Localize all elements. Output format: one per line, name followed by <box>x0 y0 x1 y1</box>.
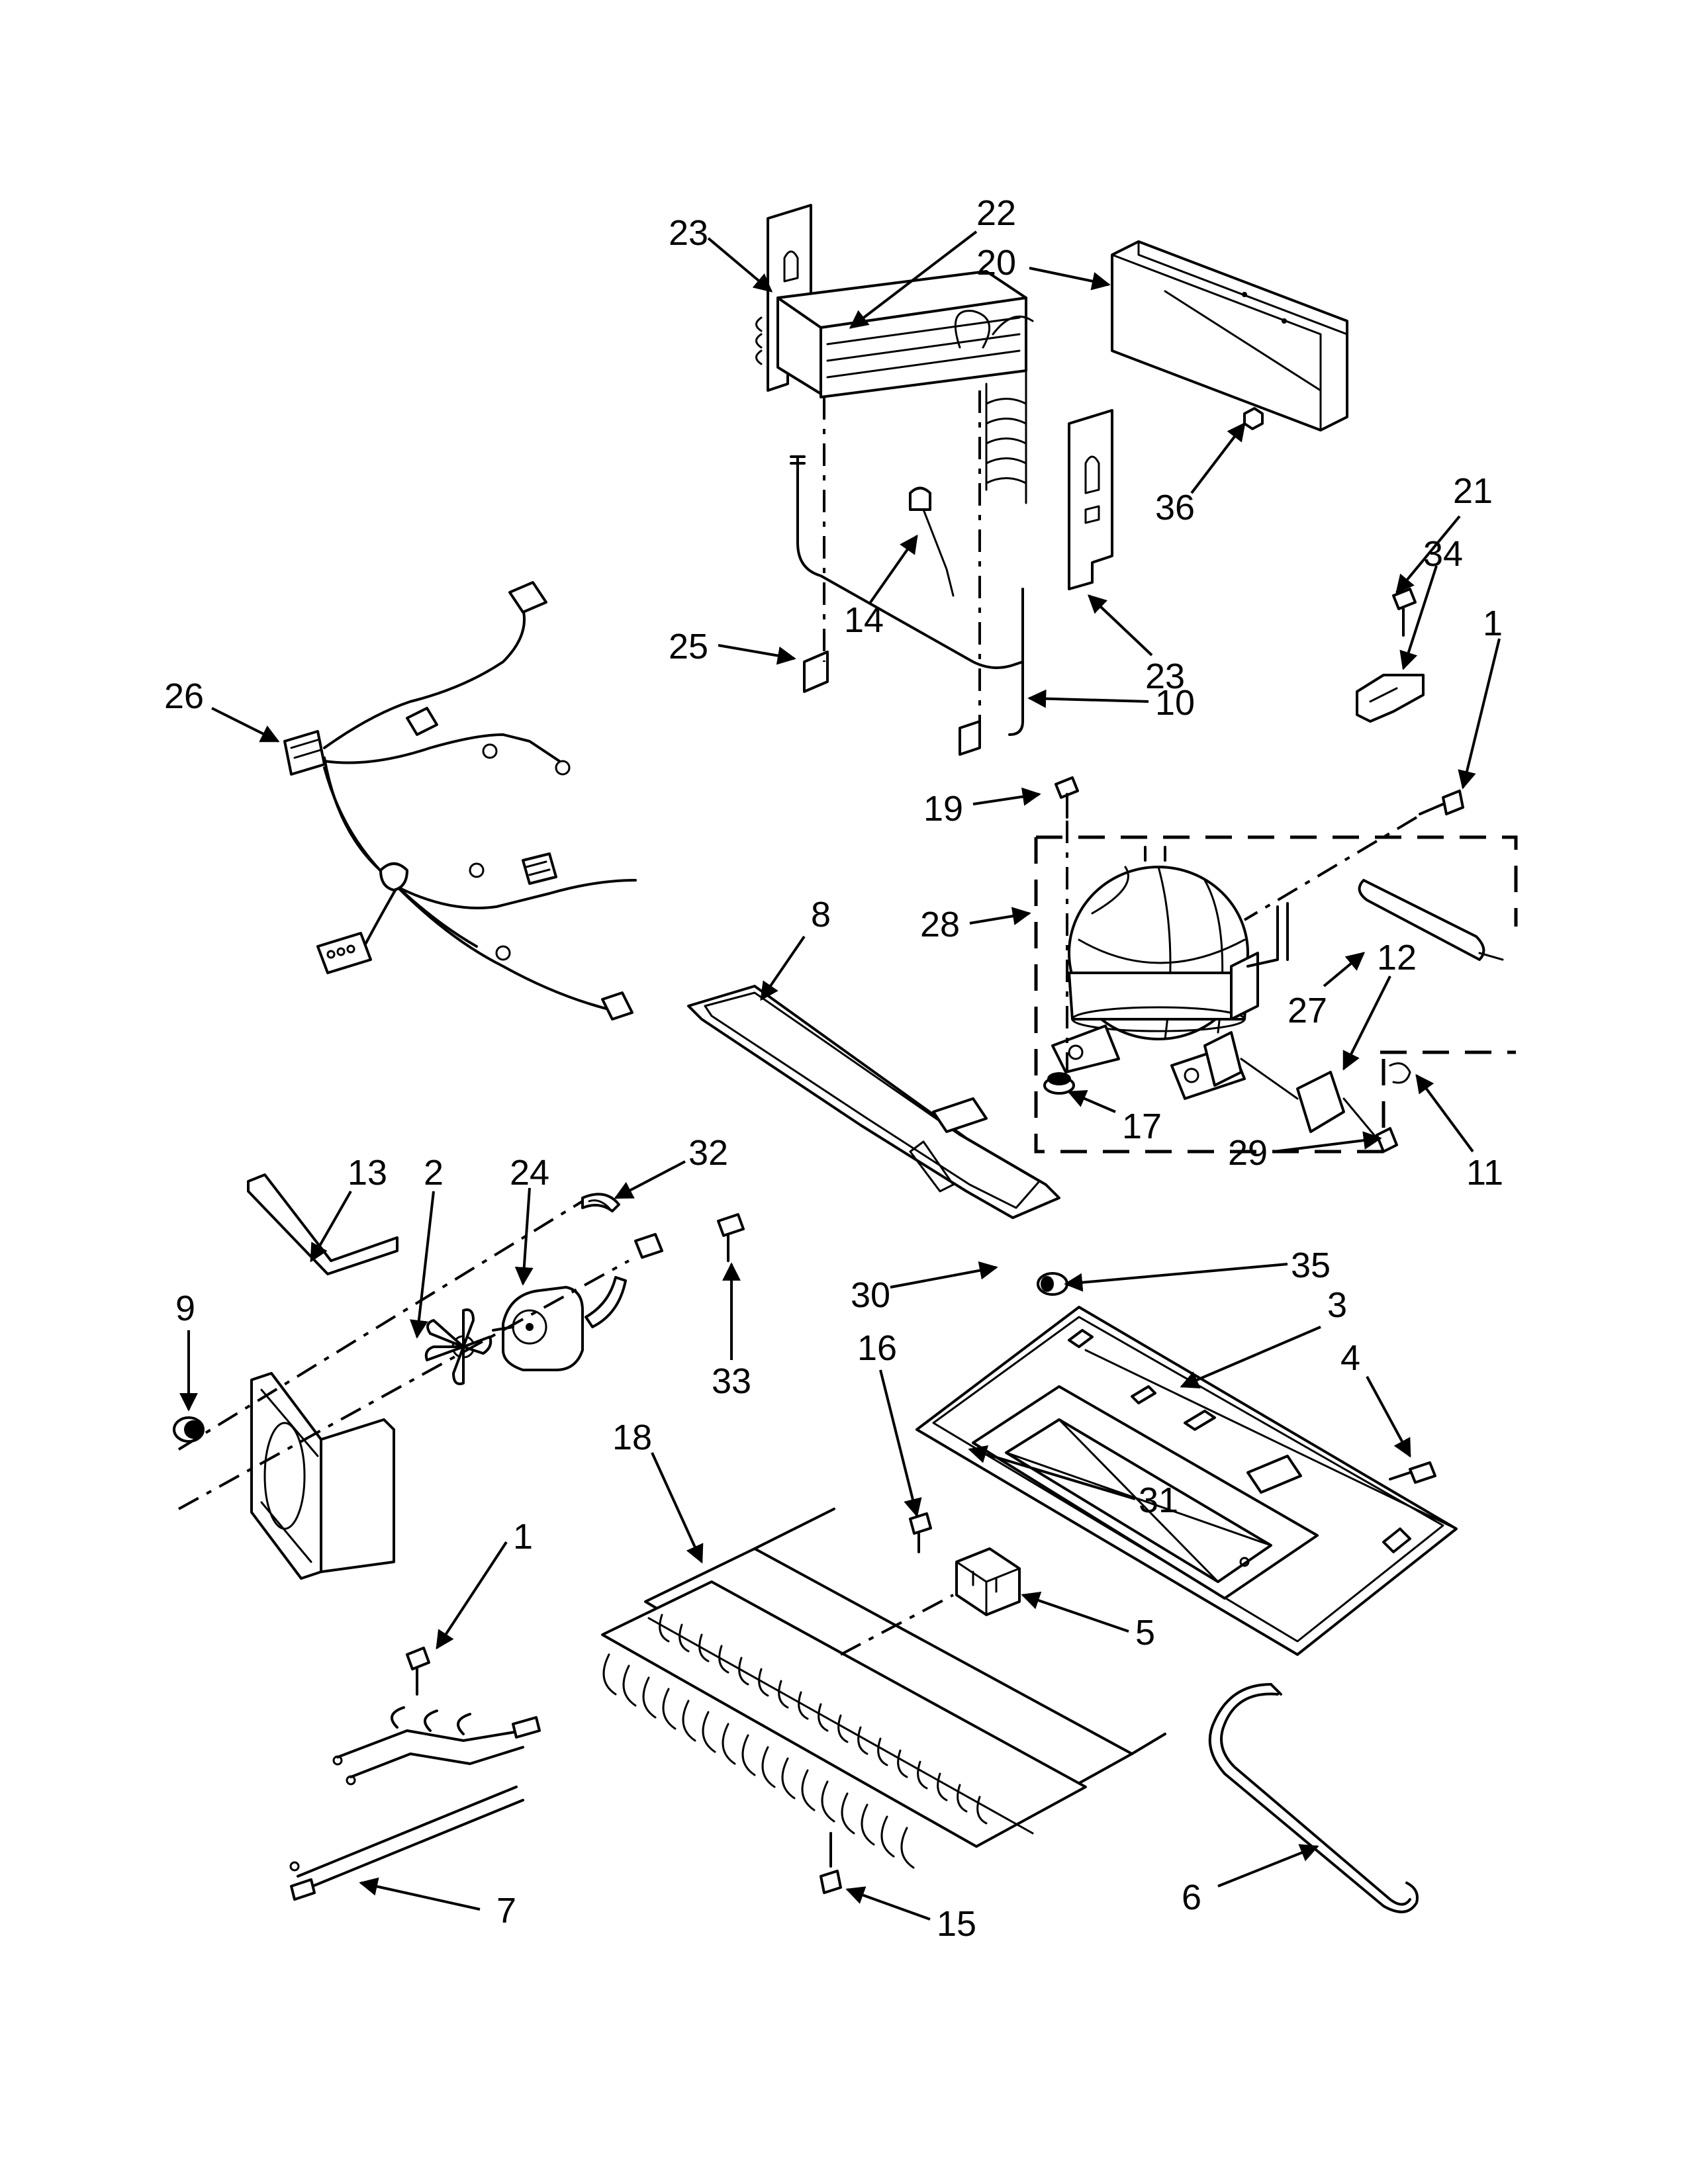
callout-10: 10 <box>1155 683 1195 723</box>
callout-7: 7 <box>496 1891 516 1931</box>
callout-21: 21 <box>1453 471 1493 511</box>
callout-17: 17 <box>1122 1107 1162 1146</box>
callout-23-top: 23 <box>669 213 708 253</box>
callout-12: 12 <box>1377 938 1417 978</box>
callout-13: 13 <box>348 1153 387 1193</box>
callout-19: 19 <box>923 789 963 829</box>
callout-25: 25 <box>669 627 708 666</box>
mount-bracket <box>1356 588 1425 723</box>
callout-8: 8 <box>811 895 831 934</box>
callout-15: 15 <box>937 1904 976 1944</box>
callout-30: 30 <box>851 1275 890 1315</box>
callout-24: 24 <box>510 1153 549 1193</box>
callout-27: 27 <box>1288 991 1327 1030</box>
callout-5: 5 <box>1135 1613 1155 1653</box>
callout-28: 28 <box>920 905 960 944</box>
drain-pan <box>687 985 1060 1219</box>
callout-16: 16 <box>857 1328 897 1368</box>
evaporator-assembly <box>755 204 1113 756</box>
callout-3: 3 <box>1327 1285 1347 1325</box>
heater-harness <box>289 1647 541 1901</box>
callout-9: 9 <box>175 1289 195 1328</box>
callout-20: 20 <box>976 243 1016 283</box>
callout-6: 6 <box>1182 1878 1201 1917</box>
condenser <box>601 1508 1166 1894</box>
callout-2: 2 <box>424 1153 444 1193</box>
wire-harness <box>283 581 637 1021</box>
callout-1-bottom: 1 <box>513 1517 533 1557</box>
callout-23-right: 23 <box>1145 657 1185 696</box>
callout-11: 11 <box>1466 1153 1503 1193</box>
callout-14: 14 <box>844 600 884 640</box>
callout-18: 18 <box>612 1418 652 1457</box>
compressor-assembly <box>1034 776 1518 1154</box>
callout-31: 31 <box>1139 1480 1178 1520</box>
callout-26: 26 <box>164 676 204 716</box>
evaporator-cover <box>1111 240 1348 432</box>
callout-4: 4 <box>1340 1338 1360 1378</box>
callout-32: 32 <box>688 1133 728 1173</box>
callout-leaders <box>179 230 1501 1921</box>
callout-numbers: 23 22 20 36 21 34 1 14 23 25 10 26 19 28… <box>164 193 1503 1944</box>
callout-33: 33 <box>712 1361 751 1401</box>
condenser-fan-assembly <box>173 1173 745 1580</box>
condenser-tube <box>1208 1683 1419 1913</box>
callout-34: 34 <box>1423 534 1463 574</box>
callout-35: 35 <box>1291 1246 1331 1285</box>
callout-22: 22 <box>976 193 1016 233</box>
callout-29: 29 <box>1228 1133 1268 1173</box>
base-pan <box>915 1272 1458 1656</box>
callout-36: 36 <box>1155 488 1195 527</box>
callout-1-top: 1 <box>1483 604 1503 643</box>
